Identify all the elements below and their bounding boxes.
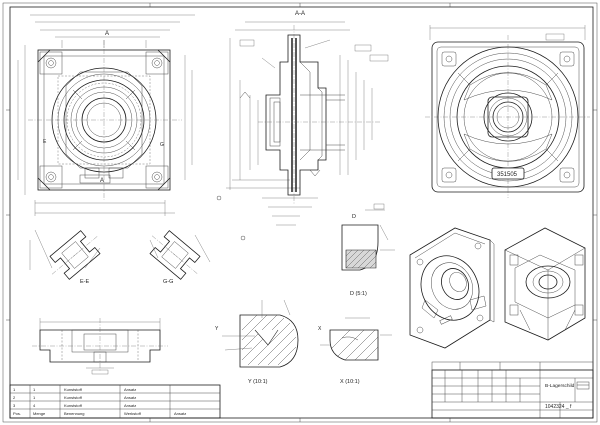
parts-list-table: [9, 384, 221, 419]
section-view-ee: E-E: [29, 229, 101, 285]
inner-frame: [9, 6, 594, 419]
parts-list-header: Pos. Menge Benennung Werkstoff Ansatz: [13, 411, 186, 416]
end-view: 351505: [425, 25, 590, 198]
front-view: A A E G: [17, 14, 195, 216]
section-ee-label: E-E: [80, 279, 90, 285]
marker-a-top: A: [105, 31, 109, 37]
detail-x-label: X (10:1): [340, 379, 360, 385]
section-view-aa: A-A: [216, 11, 389, 241]
isometric-view-rear: [504, 227, 586, 341]
marker-e: E: [43, 139, 47, 145]
detail-d-label: D (5:1): [350, 291, 367, 297]
section-view-gg: G-G: [149, 230, 211, 285]
marker-g: G: [160, 142, 164, 148]
part-number-plate: [491, 167, 525, 180]
section-aa-label: A-A: [295, 11, 305, 17]
side-view-bottom: [32, 318, 168, 375]
parts-list-header-cell: Ansatz: [174, 411, 186, 416]
parts-list-row: 2 1 Kunststoff Ansatz: [13, 395, 136, 400]
parts-list-cell: Ansatz: [124, 403, 136, 408]
parts-list-row: 3 4 Kunststoff Ansatz: [13, 403, 136, 408]
parts-list-header-cell: Benennung: [64, 411, 84, 416]
detail-view-d: D D (5:1): [341, 203, 395, 297]
marker-y: Y: [215, 326, 219, 332]
marker-x: X: [318, 326, 322, 332]
parts-list-row: 1 1 Kunststoff Ansatz: [13, 387, 136, 392]
parts-list-cell: 1: [13, 387, 16, 392]
marker-a-bottom: A: [100, 178, 104, 184]
title-block: B-Lagerschild 1042324 _ f: [431, 369, 594, 419]
part-number-text: 351505: [497, 172, 518, 178]
parts-list-cell: Ansatz: [124, 387, 136, 392]
parts-list-cell: Kunststoff: [64, 403, 83, 408]
parts-list-header-cell: Menge: [33, 411, 46, 416]
drawing-number: 1042324 _ f: [545, 404, 572, 410]
parts-list-cell: Kunststoff: [64, 387, 83, 392]
parts-list-cell: 3: [13, 403, 16, 408]
parts-list-cell: Ansatz: [124, 395, 136, 400]
isometric-view-front: [409, 227, 495, 349]
detail-y-label: Y (10:1): [248, 379, 268, 385]
parts-list-cell: 4: [33, 403, 36, 408]
parts-list-cell: 1: [33, 387, 36, 392]
detail-view-x: X X (10:1): [318, 317, 392, 385]
section-gg-label: G-G: [163, 279, 173, 285]
detail-view-y: Y Y (10:1): [215, 299, 299, 385]
frame-grid-ticks: [6, 3, 597, 422]
revision-table: [431, 361, 594, 371]
parts-list-header-cell: Pos.: [13, 411, 21, 416]
parts-list-header-cell: Werkstoff: [124, 411, 142, 416]
marker-d: D: [352, 214, 356, 220]
parts-list-cell: Kunststoff: [64, 395, 83, 400]
title-text: B-Lagerschild: [545, 383, 575, 389]
parts-list-cell: 1: [33, 395, 36, 400]
parts-list-cell: 2: [13, 395, 16, 400]
